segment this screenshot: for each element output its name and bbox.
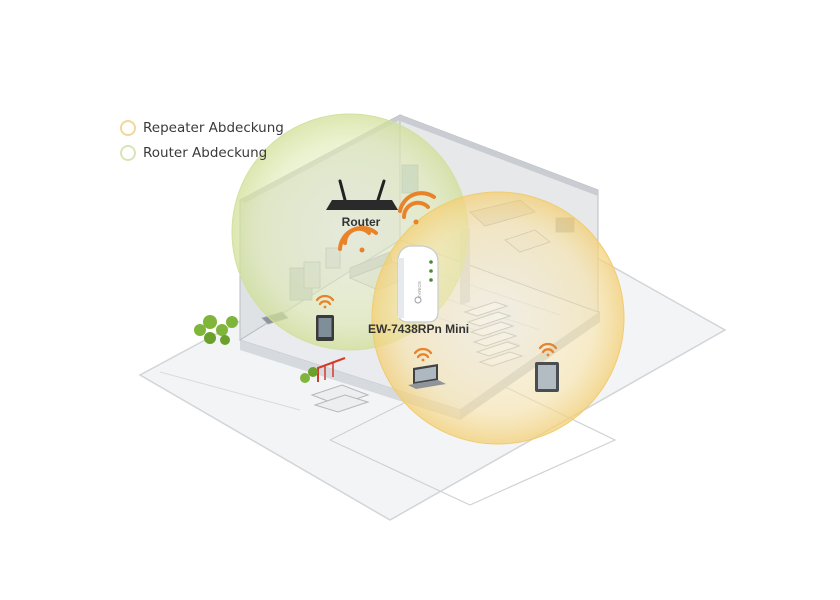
repeater-label: EW-7438RPn Mini [368,322,469,336]
router-label: Router [342,215,381,229]
wifi-signal-icon [315,294,335,309]
repeater-brand-label: EDIMAX [417,281,422,298]
plant-icon [194,315,238,345]
legend-label-router: Router Abdeckung [143,144,268,161]
smartphone-icon [316,315,334,341]
repeater-coverage-swatch [120,119,136,136]
wifi-signal-icon [538,342,558,357]
entrance-steps [310,357,370,413]
wifi-signal-icon [398,191,436,225]
tablet-icon [535,362,559,392]
router-icon [326,179,398,210]
wifi-signal-icon [413,347,433,362]
legend-item-repeater: Repeater Abdeckung [120,115,284,140]
wifi-signal-icon [338,225,378,253]
legend-label-repeater: Repeater Abdeckung [143,119,284,136]
router-coverage-swatch [120,144,136,161]
plant-icon [300,367,318,383]
repeater-icon: EDIMAX [397,245,439,323]
legend-item-router: Router Abdeckung [120,140,284,165]
laptop-icon [408,364,446,389]
legend: Repeater Abdeckung Router Abdeckung [120,115,284,165]
